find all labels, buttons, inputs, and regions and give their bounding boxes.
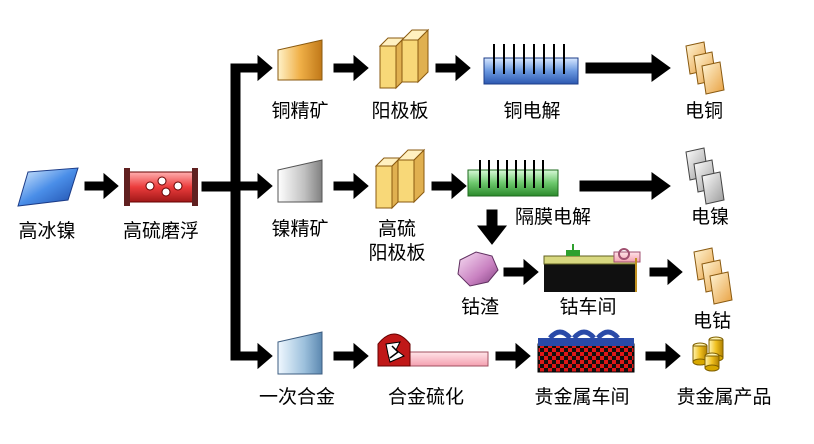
branch-bus: [230, 63, 241, 361]
alloy-icon: [277, 331, 323, 375]
cobalt-product-label: 电钴: [692, 310, 731, 332]
nickel-electrolysis-label: 隔膜电解: [514, 206, 591, 228]
nickel-anode-label-line1: 高硫: [377, 218, 416, 240]
nickel-product-label: 电镍: [690, 206, 729, 228]
copper-concentrate-icon: [277, 39, 323, 81]
nickel-electrolysis-icon: [467, 160, 559, 197]
copper-product-label: 电铜: [684, 100, 723, 122]
nickel-cathode-sheets-icon: [685, 147, 725, 205]
arrow-co-workshop-to-product: [649, 258, 683, 286]
nickel-anode-label-line2: 阳极板: [368, 242, 426, 264]
cobalt-slag-label: 钴渣: [460, 296, 499, 318]
matte-sheet-icon: [17, 167, 79, 207]
arrow-alloy-to-sulfur: [333, 342, 369, 370]
arrow-sulfur-to-workshop: [495, 342, 531, 370]
arrow-bus-to-alloy: [230, 342, 273, 370]
arrow-cu-anode-to-el: [435, 54, 471, 82]
arrow-pm-workshop-to-product: [645, 342, 681, 370]
copper-anode-label: 阳极板: [371, 100, 429, 122]
precious-product-label: 贵金属产品: [676, 386, 772, 408]
precious-products-icon: [692, 336, 724, 372]
nickel-anode-icon: [374, 148, 426, 210]
cobalt-workshop-icon: [543, 244, 641, 292]
copper-cathode-sheets-icon: [685, 41, 725, 95]
sulfurization-label: 合金硫化: [387, 386, 464, 408]
nickel-concentrate-icon: [277, 159, 323, 203]
precious-workshop-label: 贵金属车间: [534, 386, 630, 408]
sulfurization-furnace-icon: [377, 333, 489, 367]
cobalt-cathode-sheets-icon: [693, 247, 733, 305]
arrow-slag-to-workshop: [503, 258, 539, 286]
cobalt-workshop-label: 钴车间: [559, 296, 617, 318]
nickel-concentrate-label: 镍精矿: [271, 218, 329, 240]
arrow-ni-el-to-cobalt: [476, 209, 508, 245]
cobalt-slag-icon: [457, 251, 499, 287]
arrow-ni-el-to-product: [579, 172, 671, 200]
copper-concentrate-label: 铜精矿: [271, 100, 329, 122]
arrow-ni-anode-to-el: [431, 172, 467, 200]
precious-workshop-icon: [537, 329, 635, 373]
connectors: [84, 54, 683, 370]
alloy-label: 一次合金: [258, 386, 335, 408]
arrow-cu-el-to-product: [585, 54, 671, 82]
mill-drum-icon: [124, 168, 198, 206]
copper-anode-icon: [378, 28, 430, 90]
arrow-start-to-mill: [84, 172, 119, 200]
mill-label: 高硫磨浮: [122, 220, 199, 242]
arrow-bus-to-copper: [230, 54, 273, 82]
copper-electrolysis-label: 铜电解: [503, 100, 561, 122]
arrow-cu-conc-to-anode: [333, 54, 369, 82]
arrow-bus-to-nickel: [239, 172, 273, 200]
start-label: 高冰镍: [18, 220, 76, 242]
copper-electrolysis-icon: [483, 44, 579, 85]
arrow-ni-conc-to-anode: [333, 172, 369, 200]
